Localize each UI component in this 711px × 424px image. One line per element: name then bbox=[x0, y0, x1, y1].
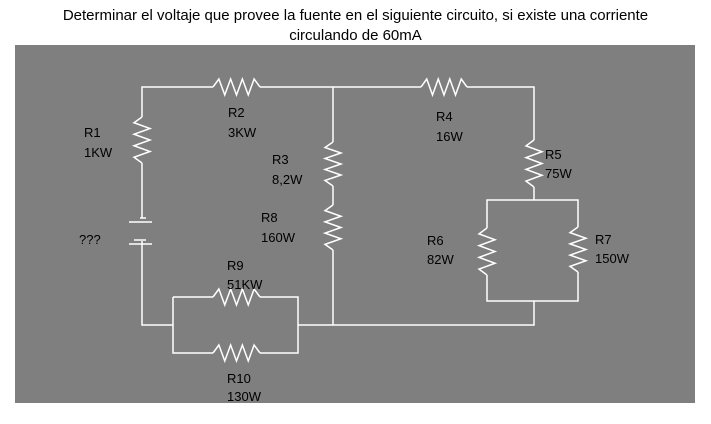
r2-resistor-symbol bbox=[212, 76, 261, 98]
r10-resistor-symbol bbox=[212, 342, 261, 364]
r6-value: 82W bbox=[427, 252, 454, 267]
r10-value: 130W bbox=[227, 389, 262, 404]
r5-name: R5 bbox=[545, 147, 562, 162]
r9-name: R9 bbox=[227, 258, 244, 273]
r1-resistor-symbol bbox=[131, 116, 153, 164]
source-label: ??? bbox=[79, 232, 101, 247]
r4-value: 16W bbox=[436, 129, 463, 144]
circuit-panel bbox=[15, 45, 695, 403]
r4-name: R4 bbox=[436, 109, 453, 124]
r10-name: R10 bbox=[227, 371, 251, 386]
wires bbox=[141, 86, 579, 354]
problem-line-2: circulando de 60mA bbox=[289, 27, 422, 44]
r2-value: 3KW bbox=[228, 125, 257, 140]
r7-resistor-symbol bbox=[567, 226, 589, 273]
battery-symbol bbox=[129, 217, 152, 245]
r3-resistor-symbol bbox=[322, 141, 344, 187]
r7-name: R7 bbox=[595, 232, 612, 247]
r6-name: R6 bbox=[427, 233, 444, 248]
r8-value: 160W bbox=[261, 230, 296, 245]
r6-resistor-symbol bbox=[476, 227, 498, 276]
r5-value: 75W bbox=[545, 166, 572, 181]
r5-resistor-symbol bbox=[523, 139, 545, 188]
r3-value: 8,2W bbox=[272, 172, 303, 187]
r9-resistor-symbol bbox=[212, 286, 261, 308]
r1-value: 1KW bbox=[84, 145, 113, 160]
r8-name: R8 bbox=[261, 210, 278, 225]
problem-statement: Determinar el voltaje que provee la fuen… bbox=[0, 6, 711, 46]
r4-resistor-symbol bbox=[420, 76, 468, 98]
r9-value: 51KW bbox=[227, 277, 263, 292]
r8-resistor-symbol bbox=[322, 204, 344, 251]
problem-line-1: Determinar el voltaje que provee la fuen… bbox=[62, 7, 649, 24]
r2-name: R2 bbox=[228, 105, 245, 120]
r1-name: R1 bbox=[84, 125, 101, 140]
r7-value: 150W bbox=[595, 251, 630, 266]
r3-name: R3 bbox=[272, 152, 289, 167]
